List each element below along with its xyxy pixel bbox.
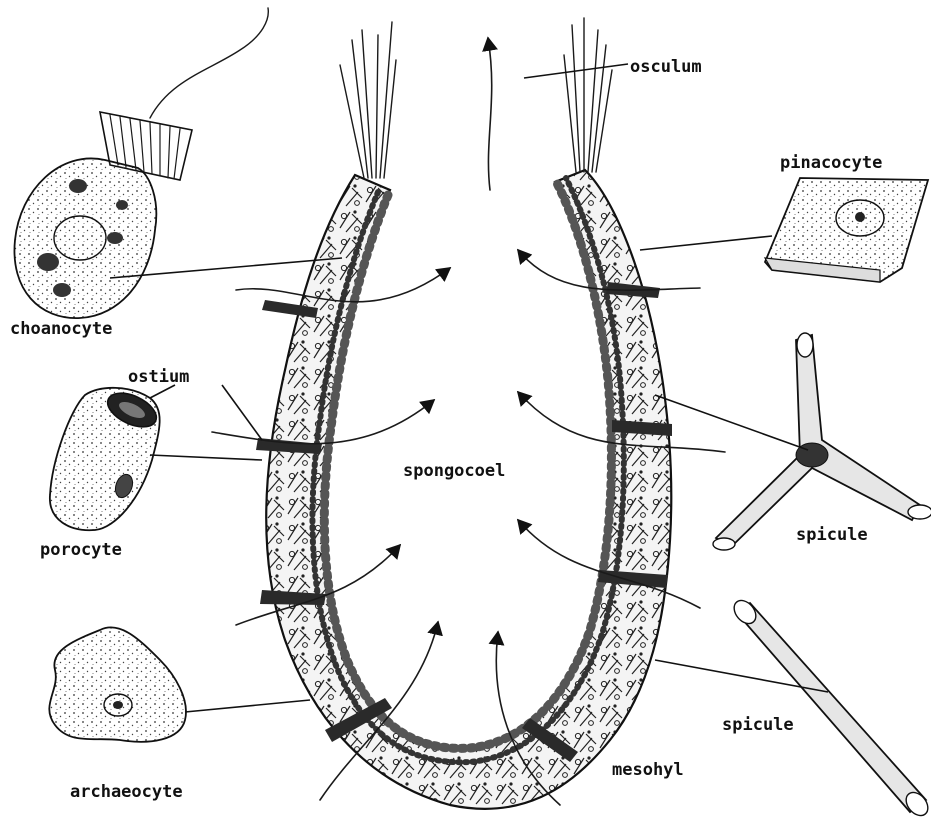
pinacocyte-cell xyxy=(765,178,928,282)
label-spicule-monaxon: spicule xyxy=(722,715,794,735)
leader-ostium xyxy=(222,385,262,440)
label-ostium: ostium xyxy=(128,367,189,387)
leader-pinacocyte xyxy=(640,236,772,250)
leader-spicule-triradiate xyxy=(655,395,808,450)
label-porocyte: porocyte xyxy=(40,540,122,560)
osculum-spicule-tuft-left xyxy=(340,22,396,178)
leader-archaeocyte xyxy=(185,700,310,712)
label-pinacocyte: pinacocyte xyxy=(780,153,882,173)
choanocyte-cell xyxy=(14,8,268,318)
label-spicule-triradiate: spicule xyxy=(796,525,868,545)
label-archaeocyte: archaeocyte xyxy=(70,782,183,802)
label-choanocyte: choanocyte xyxy=(10,319,112,339)
leader-porocyte xyxy=(150,455,262,460)
spicule-monaxon xyxy=(730,596,931,819)
label-spongocoel: spongocoel xyxy=(403,461,505,481)
leader-lines xyxy=(110,64,828,712)
choanocyte-flagellum xyxy=(150,8,268,118)
archaeocyte-cell xyxy=(49,627,186,741)
sponge-body xyxy=(256,18,672,809)
label-mesohyl: mesohyl xyxy=(612,760,684,780)
osculum-spicule-tuft-right xyxy=(564,18,612,172)
label-osculum: osculum xyxy=(630,57,702,77)
spicule-triradiate xyxy=(713,333,931,550)
archaeocyte-body xyxy=(49,627,186,741)
flow-arrow-osculum xyxy=(488,38,492,190)
porocyte-cell xyxy=(50,386,162,530)
